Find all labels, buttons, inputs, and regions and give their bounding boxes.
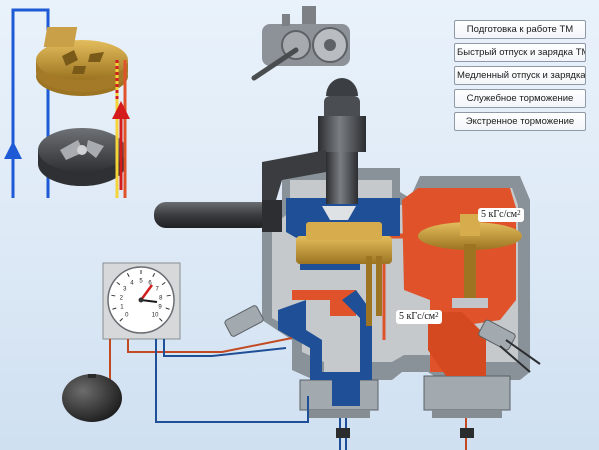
gauge-tick — [116, 281, 121, 286]
gauge-tick-label: 1 — [120, 305, 124, 311]
mode-button-fast-release[interactable]: Быстрый отпуск и зарядка ТМ — [454, 43, 586, 62]
gauge-tick-label: 10 — [152, 313, 159, 319]
flow-diagram — [4, 8, 130, 198]
gauge-tick-label: 7 — [156, 287, 160, 293]
upper-pressure-exp: 2 — [517, 209, 521, 217]
mode-button-prepare[interactable]: Подготовка к работе ТМ — [454, 20, 586, 39]
equalizing-diaphragm — [418, 214, 522, 308]
lower-pressure-value: 5 кГс/см — [399, 311, 436, 322]
side-fittings — [224, 305, 541, 373]
flow-loop-line — [11, 8, 50, 198]
gauge-tick — [126, 273, 130, 278]
gauge-tick — [119, 318, 123, 322]
spool-valve — [296, 206, 392, 326]
gauge-tick — [152, 273, 156, 278]
mode-button-service-brake[interactable]: Служебное торможение — [454, 89, 586, 108]
gauge-tick — [165, 307, 170, 310]
upper-pressure-value: 5 кГс/см — [481, 209, 518, 220]
pipework — [102, 337, 309, 423]
gauge-needle-black — [140, 299, 158, 303]
gauge-tick-label: 8 — [159, 295, 163, 301]
upper-pressure-label: 5 кГс/см2 — [478, 208, 524, 222]
gauge-tick-label: 0 — [125, 313, 129, 319]
gauge-tick — [159, 318, 163, 322]
gauge-tick-label: 2 — [120, 295, 124, 301]
mode-button-slow-release[interactable]: Медленный отпуск и зарядка ТМ — [454, 66, 586, 85]
gauge-tick — [161, 281, 166, 286]
gauge-tick — [112, 307, 117, 310]
gauge-tick-label: 4 — [130, 281, 134, 287]
gauge-tick — [166, 294, 171, 297]
gauge-tick-label: 3 — [123, 287, 127, 293]
lower-pressure-label: 5 кГс/см2 — [396, 310, 442, 324]
lower-steel-disc — [38, 128, 126, 186]
lower-fittings — [299, 375, 511, 450]
reservoir — [62, 374, 122, 422]
gauge-needle-red — [139, 284, 154, 301]
mode-menu: Подготовка к работе ТМ Быстрый отпуск и … — [454, 20, 586, 135]
mode-button-emergency-brake[interactable]: Экстренное торможение — [454, 112, 586, 131]
gauge-tick-label: 6 — [148, 281, 152, 287]
gauge-tick — [111, 294, 116, 297]
lower-pressure-exp: 2 — [435, 311, 439, 319]
control-valve-top — [251, 6, 350, 81]
driver-handle — [154, 78, 366, 232]
upper-brass-disc — [36, 27, 128, 96]
gauge-tick-label: 9 — [158, 305, 162, 311]
gauge-tick-label: 5 — [139, 279, 143, 285]
